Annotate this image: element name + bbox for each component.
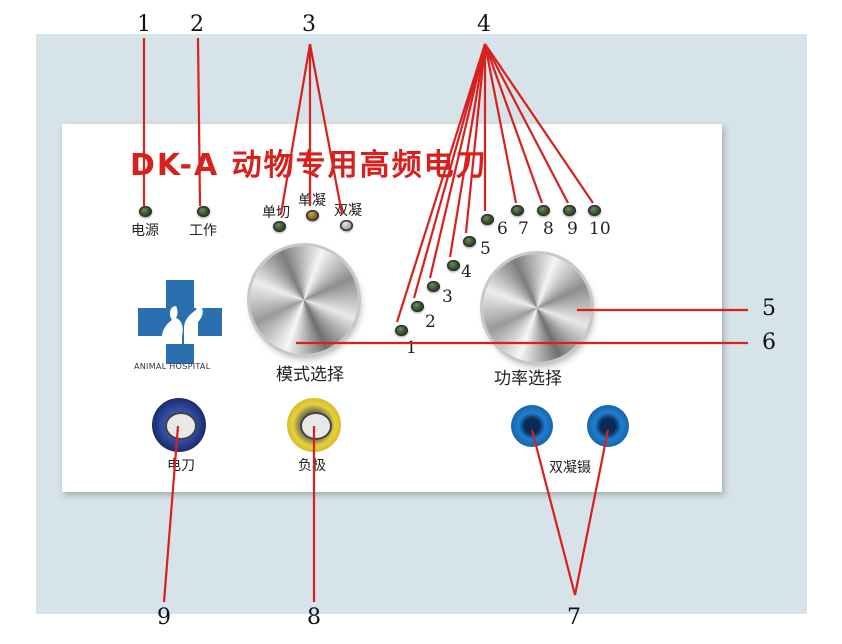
double-coag-led-icon bbox=[340, 220, 353, 231]
single-coag-label: 单凝 bbox=[298, 193, 326, 209]
power-level-led-10-icon bbox=[588, 205, 601, 216]
callout-line-3a bbox=[279, 43, 312, 215]
forceps-socket-left-icon[interactable] bbox=[511, 405, 553, 447]
power-level-led-9-icon bbox=[563, 205, 576, 216]
power-level-8: 8 bbox=[543, 219, 554, 239]
power-level-6: 6 bbox=[497, 219, 508, 239]
callout-3: 3 bbox=[302, 12, 316, 37]
power-level-10: 10 bbox=[589, 219, 611, 239]
power-level-led-8-icon bbox=[537, 205, 550, 216]
callout-line-7a bbox=[530, 429, 577, 596]
power-level-led-5-icon bbox=[463, 236, 476, 247]
callout-line-4-1 bbox=[395, 43, 487, 323]
negative-socket-pins-icon bbox=[300, 412, 332, 440]
power-level-5: 5 bbox=[480, 239, 491, 259]
callout-line-7b bbox=[573, 429, 610, 596]
callout-line-4-5 bbox=[464, 43, 487, 234]
power-level-7: 7 bbox=[518, 219, 529, 239]
power-level-4: 4 bbox=[461, 262, 472, 282]
forceps-socket-right-icon[interactable] bbox=[587, 405, 629, 447]
callout-line-3c bbox=[308, 43, 344, 215]
power-level-led-4-icon bbox=[447, 260, 460, 271]
callout-line-2 bbox=[196, 37, 202, 207]
work-label: 工作 bbox=[189, 223, 217, 239]
power-level-led-6-icon bbox=[481, 214, 494, 225]
callout-line-4-10 bbox=[484, 43, 594, 204]
single-cut-led-icon bbox=[273, 221, 286, 232]
knife-socket-pins-icon bbox=[165, 412, 197, 440]
callout-1: 1 bbox=[137, 12, 151, 37]
work-led-icon bbox=[197, 206, 210, 217]
callout-line-4-4 bbox=[448, 43, 487, 258]
logo-caption: ANIMAL HOSPITAL bbox=[134, 362, 211, 371]
callout-9: 9 bbox=[157, 605, 171, 630]
mode-select-label: 模式选择 bbox=[276, 365, 344, 385]
mode-select-knob-icon[interactable] bbox=[250, 246, 358, 354]
power-level-2: 2 bbox=[425, 312, 436, 332]
power-level-led-2-icon bbox=[411, 301, 424, 312]
power-level-led-1-icon bbox=[395, 325, 408, 336]
callout-line-4-7 bbox=[483, 43, 518, 204]
callout-2: 2 bbox=[190, 12, 204, 37]
forceps-label: 双凝镊 bbox=[549, 460, 591, 476]
power-level-1: 1 bbox=[406, 338, 417, 358]
single-cut-label: 单切 bbox=[262, 205, 290, 221]
device-title: DK-A 动物专用高频电刀 bbox=[130, 148, 488, 183]
power-select-label: 功率选择 bbox=[494, 369, 562, 389]
power-level-9: 9 bbox=[567, 219, 578, 239]
callout-line-4-9 bbox=[484, 43, 569, 204]
callout-line-9 bbox=[162, 425, 180, 603]
callout-4: 4 bbox=[477, 12, 491, 37]
callout-6: 6 bbox=[762, 330, 776, 355]
power-label: 电源 bbox=[131, 223, 159, 239]
power-level-led-7-icon bbox=[511, 205, 524, 216]
power-level-3: 3 bbox=[442, 287, 453, 307]
callout-8: 8 bbox=[307, 605, 321, 630]
callout-line-4-2 bbox=[412, 43, 487, 299]
power-led-icon bbox=[139, 206, 152, 217]
callout-line-4-3 bbox=[428, 43, 487, 279]
callout-7: 7 bbox=[567, 605, 581, 630]
callout-5: 5 bbox=[762, 296, 776, 321]
single-coag-led-icon bbox=[306, 210, 319, 221]
power-level-led-3-icon bbox=[427, 281, 440, 292]
animal-hospital-logo-icon bbox=[138, 280, 222, 364]
negative-label: 负极 bbox=[298, 458, 326, 474]
callout-line-4-8 bbox=[483, 43, 544, 204]
